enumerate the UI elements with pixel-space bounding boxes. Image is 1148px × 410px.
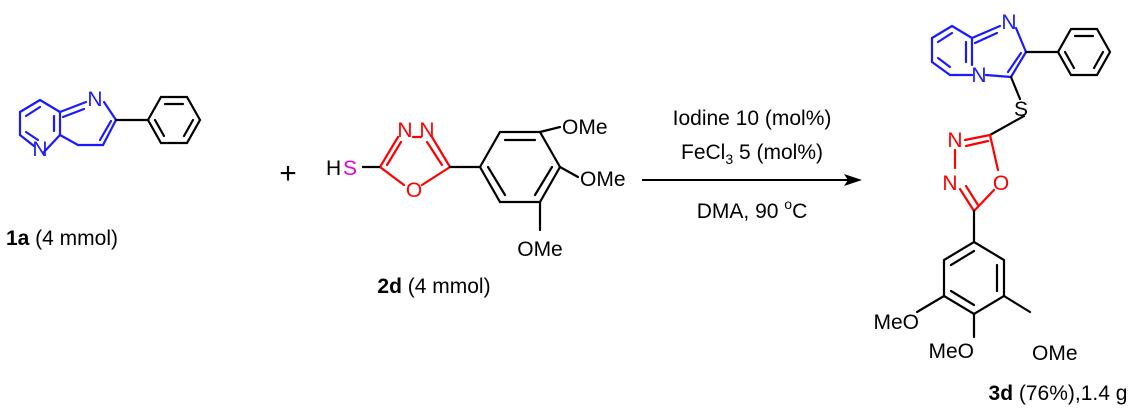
trimethoxyphenyl-ring-2d	[448, 125, 580, 232]
imidazopyridine-core-1a	[18, 98, 118, 154]
label-2d: 2d (4 mmol)	[377, 275, 490, 298]
atom-O-2d: O	[406, 179, 422, 202]
atom-N-3d: N	[1001, 11, 1016, 34]
plus-sign: +	[279, 157, 297, 190]
atom-N-2d-right: N	[419, 119, 434, 142]
substituent-OMe-mid-2d: OMe	[580, 168, 626, 191]
atom-N-3d-top: N	[947, 129, 962, 152]
condition-line-3: DMA, 90 oC	[697, 196, 808, 223]
imidazopyridine-core-3d	[930, 24, 1028, 79]
atom-S-3d: S	[1014, 98, 1028, 121]
substituent-MeO-left-3d: MeO	[873, 311, 919, 334]
condition-line-1: Iodine 10 (mol%)	[673, 107, 832, 130]
trimethoxyphenyl-ring-3d	[915, 209, 1032, 339]
condition-line-2: FeCl3 5 (mol%)	[681, 141, 823, 167]
label-1a: 1a (4 mmol)	[6, 227, 118, 250]
atom-S-2d: S	[343, 157, 357, 180]
atom-N-3d-bottom: N	[942, 172, 957, 195]
atom-N-3d-bridge: N	[971, 64, 986, 87]
phenyl-ring-1a	[114, 95, 202, 145]
molecule-1a: N N	[18, 88, 202, 161]
oxadiazole-ring-3d	[953, 133, 1000, 213]
phenyl-ring-3d	[1024, 27, 1112, 77]
substituent-MeO-bottom-3d: MeO	[928, 340, 974, 363]
atom-O-3d: O	[993, 172, 1009, 195]
label-3d: 3d (76%),1.4 g	[989, 382, 1128, 405]
atom-N-1a: N	[87, 88, 102, 111]
substituent-OMe-bottom-2d: OMe	[517, 238, 563, 261]
substituent-OMe-right-3d: OMe	[1032, 342, 1078, 365]
molecule-3d: N N S N N O	[873, 11, 1112, 365]
atom-H-2d: H	[326, 157, 341, 180]
reaction-arrow	[642, 174, 862, 186]
substituent-OMe-top-2d: OMe	[562, 116, 608, 139]
oxadiazole-ring-2d	[378, 135, 452, 187]
atom-N-2d-left: N	[397, 119, 412, 142]
sulfide-bridge-3d	[988, 75, 1026, 137]
atom-N-1a-bridge: N	[32, 138, 47, 161]
molecule-2d: N N O H S OMe OMe OMe	[326, 116, 626, 261]
